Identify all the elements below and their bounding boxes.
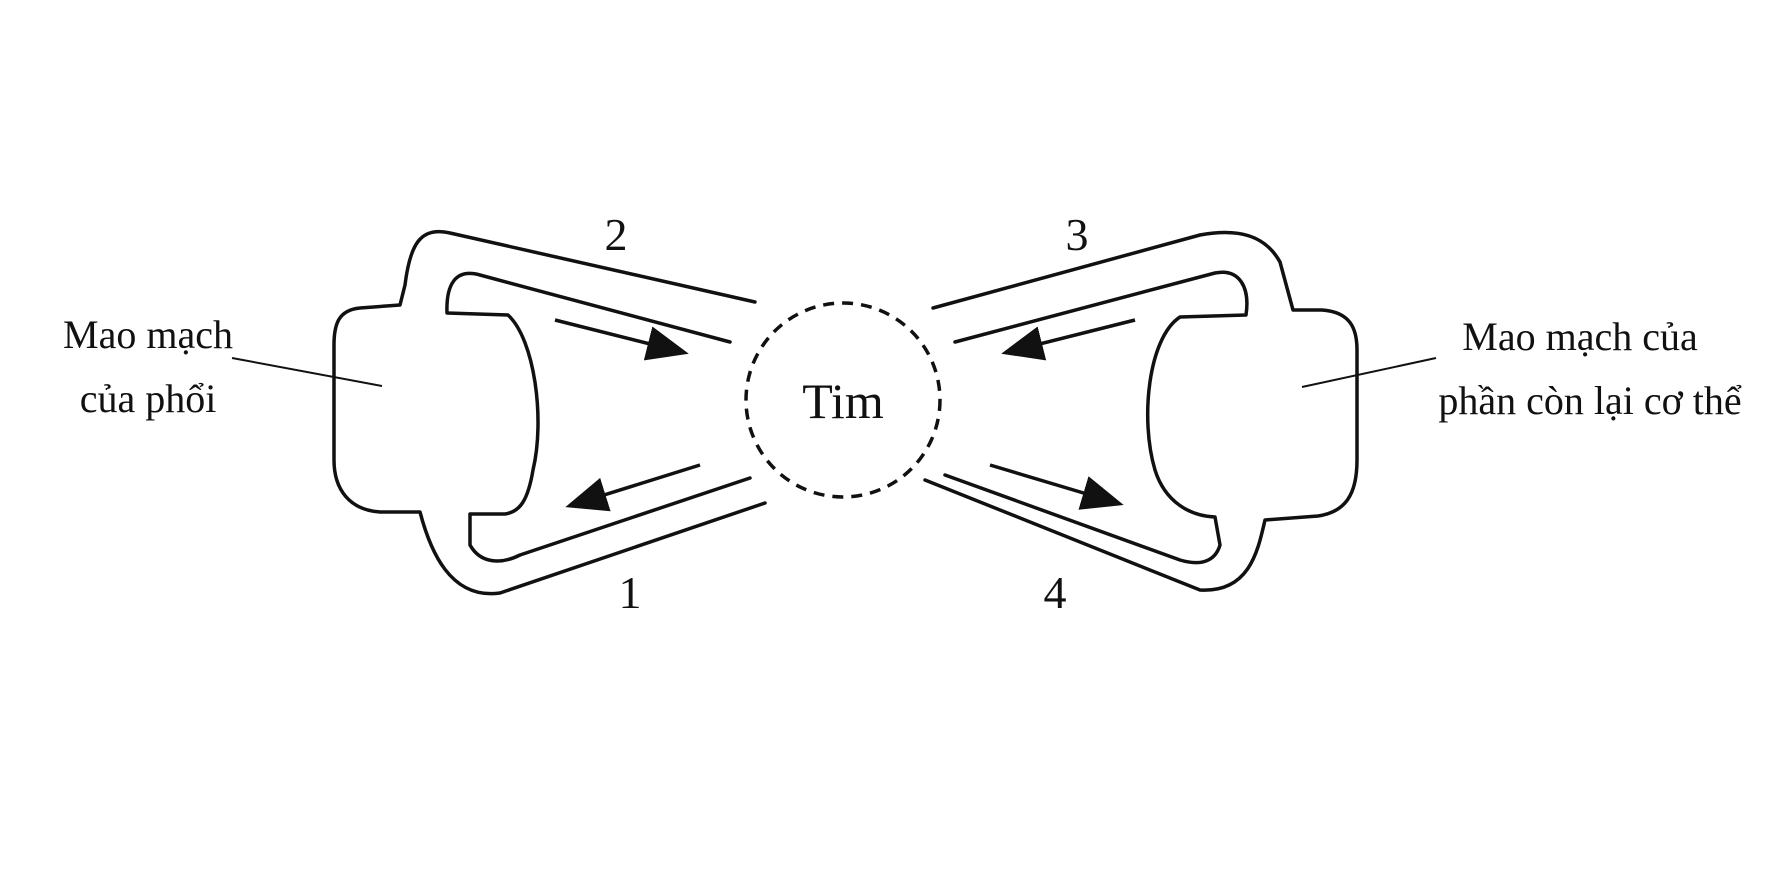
pulmonary-loop-inner <box>445 271 752 563</box>
lung-capillaries-label-line2: của phổi <box>80 376 217 421</box>
systemic-loop-outer <box>923 230 1359 592</box>
flow-arrow-vessel-4 <box>989 463 1124 510</box>
flow-arrow-vessel-2 <box>554 318 689 361</box>
body-capillaries-label-line1: Mao mạch của <box>1462 314 1698 359</box>
heart-circle <box>744 301 942 499</box>
flow-arrow-vessel-1 <box>565 463 701 512</box>
systemic-loop-inner <box>943 270 1249 565</box>
heart-label: Tim <box>802 373 884 429</box>
lung-capillaries-label-line1: Mao mạch <box>63 312 233 357</box>
vessel-number-4: 4 <box>1044 567 1067 618</box>
lung-capillaries-leader <box>231 357 383 387</box>
vessel-number-3: 3 <box>1066 209 1089 260</box>
vessel-number-1: 1 <box>619 567 642 618</box>
flow-arrow-vessel-3 <box>1001 318 1136 361</box>
pulmonary-loop-outer <box>332 229 767 596</box>
body-capillaries-leader <box>1301 357 1437 388</box>
body-capillaries-label-line2: phần còn lại cơ thể <box>1438 378 1742 423</box>
vessel-number-2: 2 <box>605 209 628 260</box>
